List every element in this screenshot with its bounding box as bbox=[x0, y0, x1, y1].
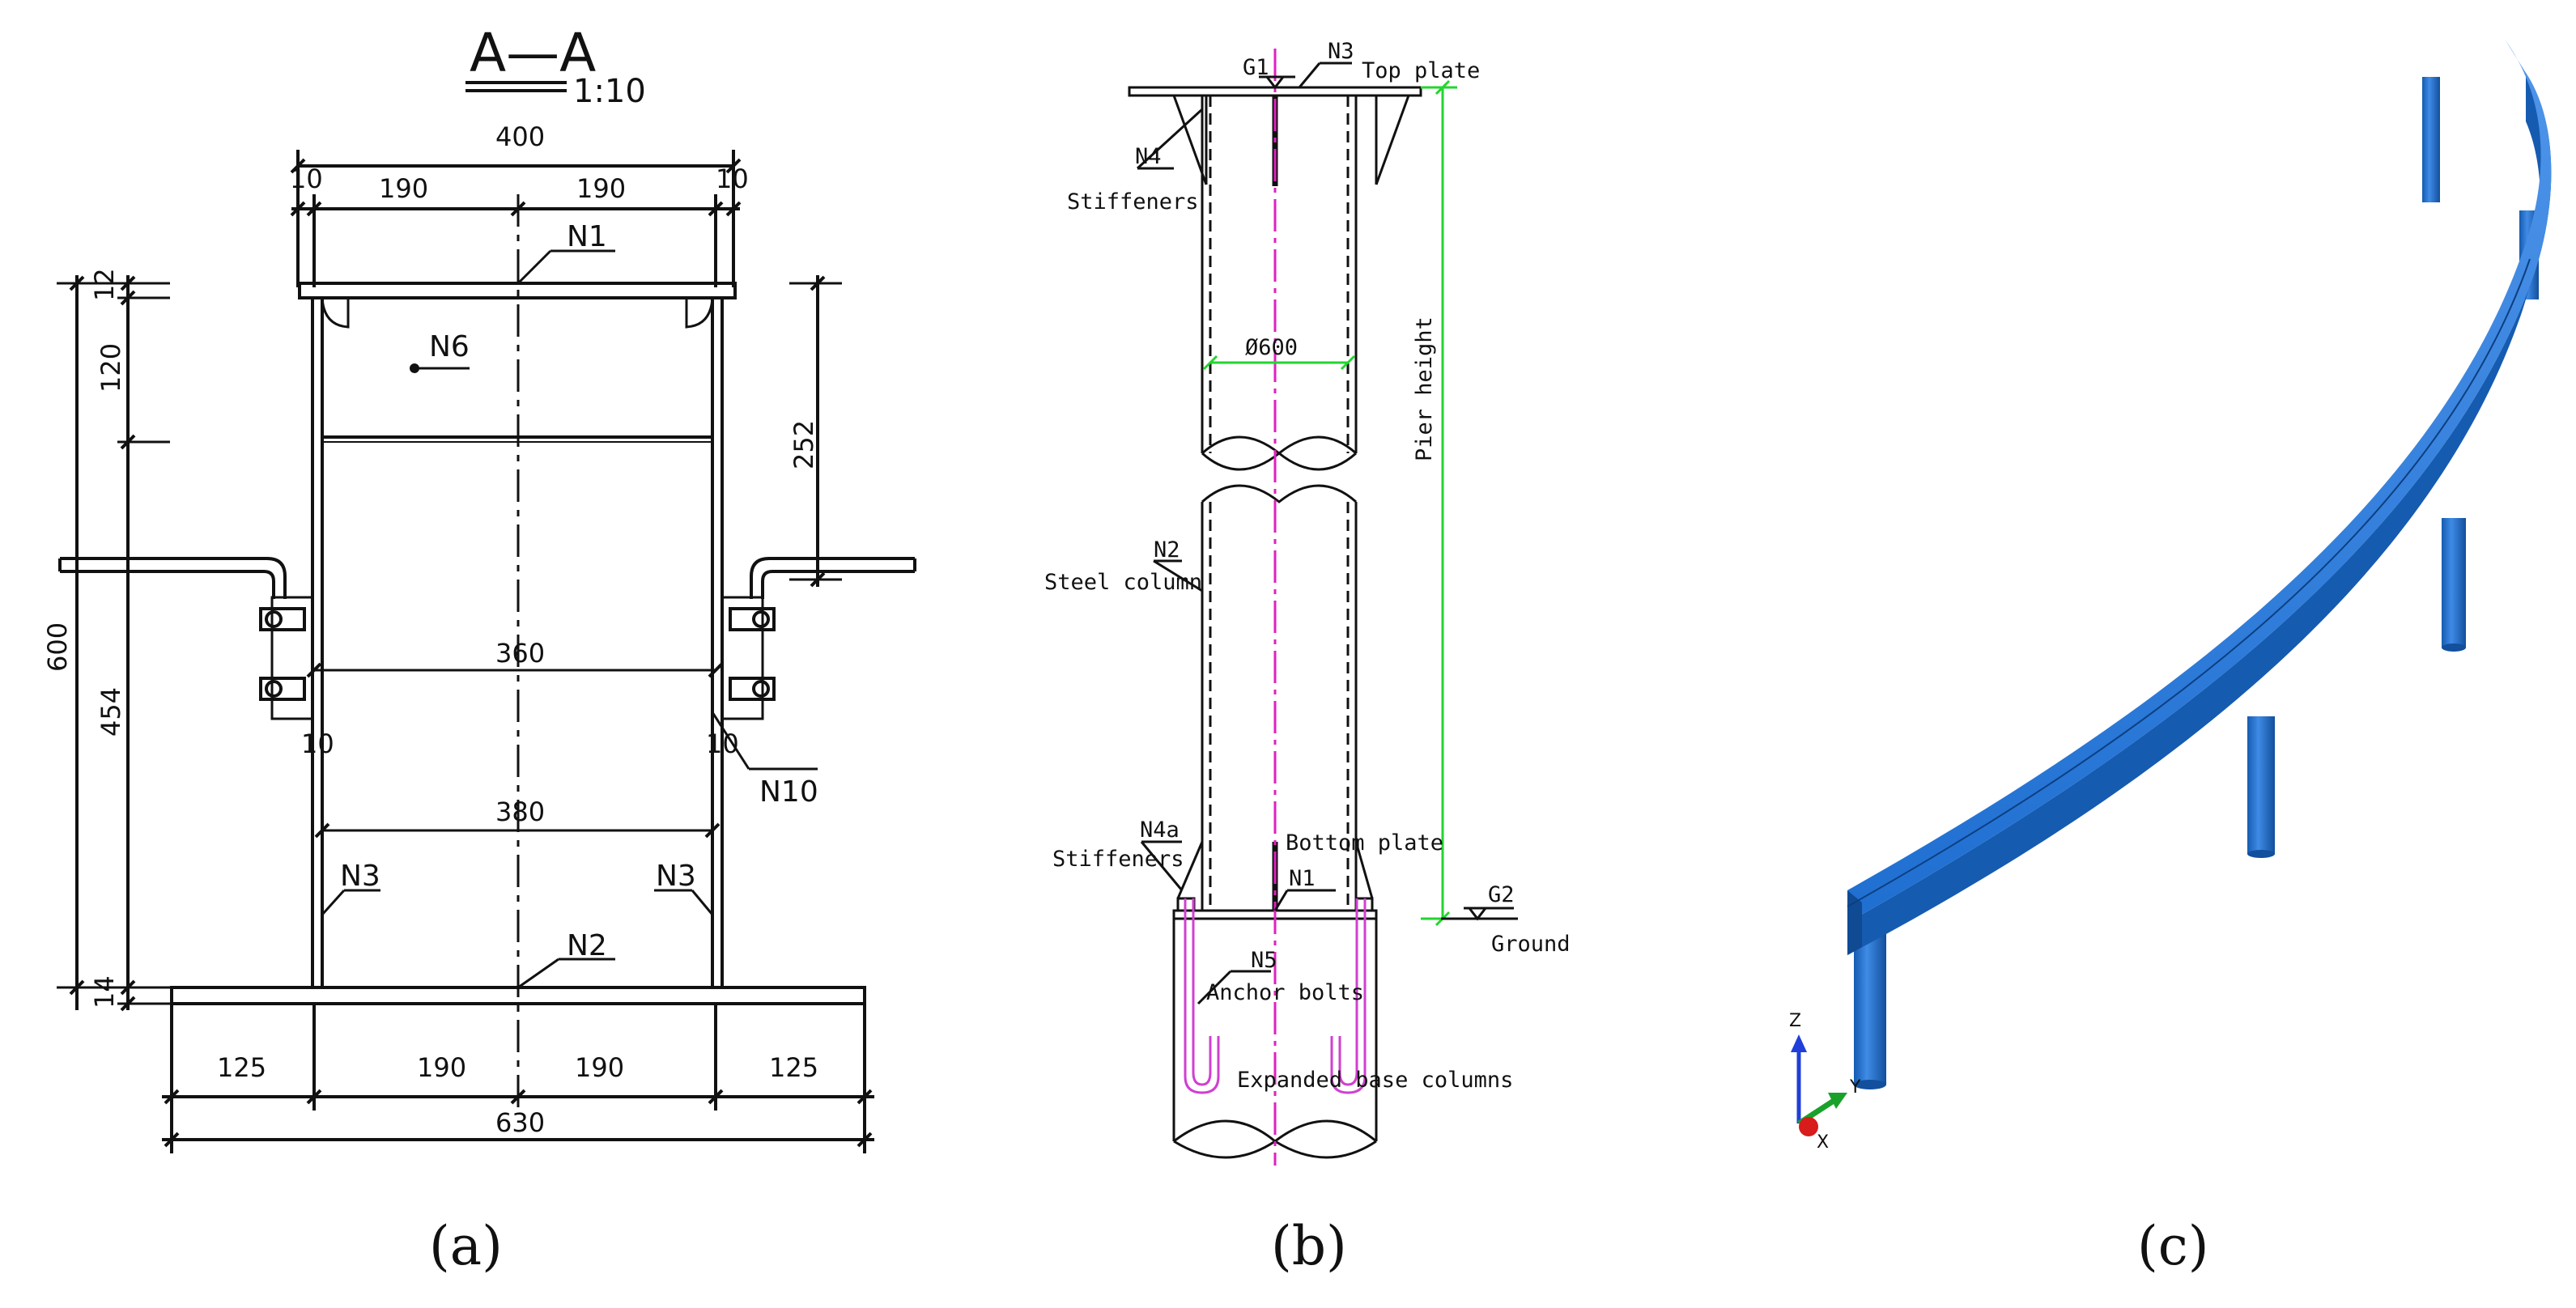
label-n5: N5 bbox=[1251, 948, 1277, 973]
caption-b: (b) bbox=[1271, 1215, 1347, 1277]
label-n3-right: N3 bbox=[656, 860, 696, 893]
dim-190-right: 190 bbox=[576, 173, 626, 204]
label-n4a: N4a bbox=[1140, 818, 1180, 843]
label-pier-height: Pier height bbox=[1412, 316, 1437, 461]
dim-10-left: 10 bbox=[290, 164, 323, 194]
axis-label-z: Z bbox=[1789, 1011, 1801, 1031]
panel-c-3d-model: Z Y X bbox=[1789, 40, 2552, 1153]
label-n3-left: N3 bbox=[340, 860, 380, 893]
axis-label-y: Y bbox=[1849, 1077, 1861, 1098]
label-top-plate: Top plate bbox=[1362, 58, 1480, 83]
label-expanded-base: Expanded base columns bbox=[1237, 1068, 1513, 1093]
dim-125-left: 125 bbox=[217, 1052, 266, 1083]
dim-400: 400 bbox=[495, 121, 545, 152]
dim-14: 14 bbox=[89, 975, 120, 1009]
dim-12: 12 bbox=[89, 268, 120, 301]
dim-380: 380 bbox=[495, 796, 545, 827]
dim-10-inner-left: 10 bbox=[301, 728, 334, 759]
dim-252: 252 bbox=[789, 420, 819, 469]
section-scale: 1:10 bbox=[573, 73, 646, 110]
label-diameter: Ø600 bbox=[1245, 335, 1298, 360]
label-n1-b: N1 bbox=[1289, 866, 1316, 891]
axis-label-x: X bbox=[1817, 1132, 1829, 1153]
label-n6: N6 bbox=[429, 330, 470, 363]
label-n10: N10 bbox=[759, 775, 818, 809]
pier-5 bbox=[2422, 77, 2440, 202]
panel-a-section-drawing: A—A 1:10 400 10 190 190 10 N1 bbox=[42, 22, 916, 1153]
dim-190-left: 190 bbox=[379, 173, 428, 204]
dim-125-right: 125 bbox=[769, 1052, 818, 1083]
curved-girder-side bbox=[1847, 73, 2552, 955]
label-n1: N1 bbox=[567, 220, 607, 253]
label-n3: N3 bbox=[1328, 39, 1354, 64]
caption-c: (c) bbox=[2137, 1215, 2208, 1277]
label-g2: G2 bbox=[1488, 882, 1515, 907]
panel-b-pier-elevation: G1 N3 Top plate N4 Stiffeners Ø600 Pier … bbox=[1044, 39, 1571, 1166]
label-n2: N2 bbox=[567, 929, 607, 962]
label-anchor-bolts: Anchor bolts bbox=[1206, 980, 1364, 1005]
axis-triad: Z Y X bbox=[1789, 1011, 1861, 1153]
label-stiffeners-top: Stiffeners bbox=[1067, 189, 1199, 214]
label-stiffeners-bottom: Stiffeners bbox=[1052, 847, 1184, 872]
curved-girder-top bbox=[1847, 40, 2552, 923]
pier-3 bbox=[2442, 518, 2466, 648]
label-g1: G1 bbox=[1243, 55, 1269, 80]
dim-360: 360 bbox=[495, 638, 545, 669]
dim-600: 600 bbox=[42, 622, 73, 672]
label-n2: N2 bbox=[1154, 537, 1180, 563]
dim-190-bottom-left: 190 bbox=[417, 1052, 466, 1083]
label-bottom-plate: Bottom plate bbox=[1286, 830, 1443, 856]
label-ground: Ground bbox=[1491, 932, 1571, 957]
dim-190-bottom-right: 190 bbox=[575, 1052, 624, 1083]
label-n4: N4 bbox=[1135, 144, 1162, 169]
label-steel-column: Steel column bbox=[1044, 570, 1202, 595]
pier-2 bbox=[2247, 716, 2275, 854]
dim-120: 120 bbox=[96, 343, 126, 393]
dim-454: 454 bbox=[96, 687, 126, 737]
dim-10-right: 10 bbox=[716, 164, 749, 194]
caption-a: (a) bbox=[429, 1215, 503, 1277]
section-title: A—A bbox=[470, 22, 596, 84]
dim-630: 630 bbox=[495, 1107, 545, 1138]
